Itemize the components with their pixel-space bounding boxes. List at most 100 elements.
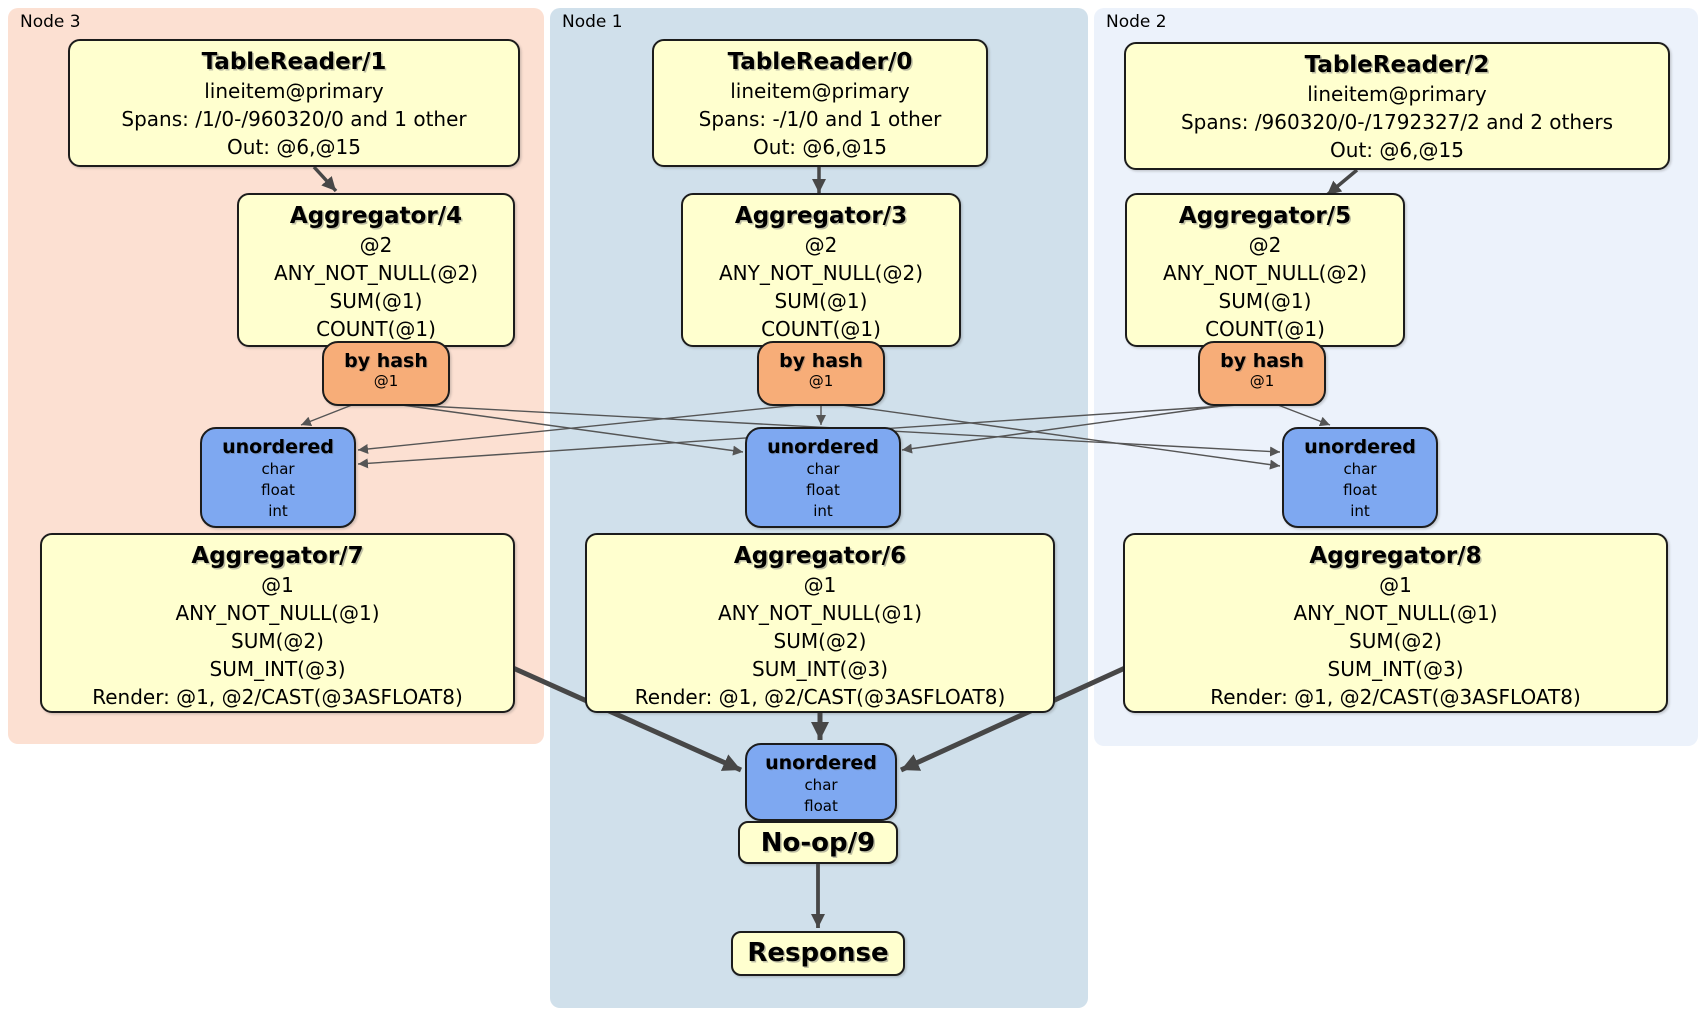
region-node3-label: Node 3 <box>20 12 81 32</box>
processor-detail: @2 <box>359 233 393 257</box>
processor-detail: COUNT(@1) <box>316 317 436 341</box>
edge-aggregator7-finalsync <box>511 665 743 773</box>
router-key: @1 <box>808 372 834 390</box>
response-title: Response <box>747 938 889 968</box>
region-node1-label: Node 1 <box>562 12 623 32</box>
sync-column-type: char <box>806 460 840 478</box>
sync-unordered-node1: unordered char float int <box>745 427 901 528</box>
processor-detail: Spans: -/1/0 and 1 other <box>698 107 942 131</box>
sync-title: unordered <box>765 752 877 774</box>
sync-column-type: char <box>1343 460 1377 478</box>
edge-tablereader1-aggregator4 <box>312 165 338 193</box>
processor-title: TableReader/0 <box>727 49 913 75</box>
processor-detail: SUM_INT(@3) <box>752 657 888 681</box>
processor-detail: lineitem@primary <box>730 79 910 103</box>
processor-detail: ANY_NOT_NULL(@1) <box>1293 601 1498 625</box>
processor-detail: @1 <box>1379 573 1412 597</box>
processor-detail: ANY_NOT_NULL(@2) <box>274 261 478 285</box>
processor-aggregator-4: Aggregator/4 @2 ANY_NOT_NULL(@2) SUM(@1)… <box>237 193 515 347</box>
router-key: @1 <box>373 372 399 390</box>
processor-title: Aggregator/8 <box>1309 543 1482 569</box>
processor-tablereader-2: TableReader/2 lineitem@primary Spans: /9… <box>1124 42 1670 170</box>
sync-column-type: char <box>804 776 838 794</box>
processor-title: No-op/9 <box>760 828 876 858</box>
edge-tablereader2-aggregator5 <box>1325 168 1359 197</box>
sync-unordered-final: unordered char float <box>745 743 897 821</box>
processor-detail: ANY_NOT_NULL(@1) <box>718 601 922 625</box>
processor-detail: Spans: /1/0-/960320/0 and 1 other <box>121 107 467 131</box>
processor-title: TableReader/1 <box>201 49 387 75</box>
processor-aggregator-3: Aggregator/3 @2 ANY_NOT_NULL(@2) SUM(@1)… <box>681 193 961 347</box>
processor-detail: SUM(@1) <box>329 289 423 313</box>
processor-detail: lineitem@primary <box>1307 82 1487 106</box>
router-title: by hash <box>779 350 863 372</box>
sync-column-type: int <box>1350 502 1370 520</box>
sync-column-type: float <box>804 797 838 815</box>
processor-detail: @2 <box>804 233 838 257</box>
processor-aggregator-6: Aggregator/6 @1 ANY_NOT_NULL(@1) SUM(@2)… <box>585 533 1055 713</box>
processor-detail: SUM_INT(@3) <box>1327 657 1464 681</box>
router-title: by hash <box>344 350 428 372</box>
router-title: by hash <box>1220 350 1304 372</box>
processor-detail: Render: @1, @2/CAST(@3ASFLOAT8) <box>92 685 463 709</box>
sync-column-type: int <box>813 502 833 520</box>
response-box: Response <box>731 931 905 976</box>
sync-title: unordered <box>767 436 879 458</box>
processor-noop-9: No-op/9 <box>738 821 898 864</box>
sync-column-type: int <box>268 502 288 520</box>
processor-detail: @1 <box>803 573 837 597</box>
processor-title: Aggregator/4 <box>289 203 463 229</box>
processor-detail: Out: @6,@15 <box>753 135 887 159</box>
processor-aggregator-7: Aggregator/7 @1 ANY_NOT_NULL(@1) SUM(@2)… <box>40 533 515 713</box>
sync-title: unordered <box>1304 436 1416 458</box>
processor-detail: SUM(@1) <box>774 289 868 313</box>
edge-router4-sync6 <box>401 404 744 456</box>
edge-router3-sync8 <box>841 404 1281 470</box>
processor-detail: Out: @6,@15 <box>227 135 361 159</box>
sync-column-type: char <box>261 460 295 478</box>
processor-detail: Render: @1, @2/CAST(@3ASFLOAT8) <box>1210 685 1581 709</box>
processor-detail: Out: @6,@15 <box>1330 138 1464 162</box>
sync-unordered-node3: unordered char float int <box>200 427 356 528</box>
processor-detail: Render: @1, @2/CAST(@3ASFLOAT8) <box>634 685 1006 709</box>
processor-title: Aggregator/7 <box>191 543 364 569</box>
processor-aggregator-5: Aggregator/5 @2 ANY_NOT_NULL(@2) SUM(@1)… <box>1125 193 1405 347</box>
sync-column-type: float <box>1343 481 1377 499</box>
processor-detail: SUM_INT(@3) <box>209 657 346 681</box>
processor-tablereader-0: TableReader/0 lineitem@primary Spans: -/… <box>652 39 988 167</box>
processor-title: Aggregator/6 <box>733 543 907 569</box>
processor-detail: SUM(@2) <box>231 629 324 653</box>
processor-title: Aggregator/5 <box>1178 203 1352 229</box>
processor-detail: ANY_NOT_NULL(@2) <box>719 261 923 285</box>
hash-router-5: by hash @1 <box>1198 341 1326 406</box>
hash-router-4: by hash @1 <box>322 341 450 406</box>
router-key: @1 <box>1249 372 1275 390</box>
processor-detail: SUM(@1) <box>1218 289 1312 313</box>
processor-aggregator-8: Aggregator/8 @1 ANY_NOT_NULL(@1) SUM(@2)… <box>1123 533 1668 713</box>
edge-aggregator8-finalsync <box>899 665 1127 773</box>
processor-detail: ANY_NOT_NULL(@1) <box>175 601 380 625</box>
edge-router5-sync6 <box>901 404 1229 454</box>
edge-router5-sync8 <box>1277 404 1331 427</box>
sync-unordered-node2: unordered char float int <box>1282 427 1438 528</box>
sync-column-type: float <box>806 481 840 499</box>
hash-router-3: by hash @1 <box>757 341 885 406</box>
processor-detail: @2 <box>1248 233 1282 257</box>
processor-detail: ANY_NOT_NULL(@2) <box>1163 261 1367 285</box>
processor-title: TableReader/2 <box>1304 52 1490 78</box>
processor-detail: @1 <box>261 573 294 597</box>
processor-tablereader-1: TableReader/1 lineitem@primary Spans: /1… <box>68 39 520 167</box>
edge-router4-sync7 <box>300 404 353 427</box>
region-node2-label: Node 2 <box>1106 12 1167 32</box>
processor-detail: lineitem@primary <box>204 79 384 103</box>
processor-detail: COUNT(@1) <box>1205 317 1325 341</box>
processor-detail: SUM(@2) <box>773 629 867 653</box>
processor-detail: Spans: /960320/0-/1792327/2 and 2 others <box>1180 110 1613 134</box>
processor-detail: COUNT(@1) <box>761 317 881 341</box>
processor-title: Aggregator/3 <box>734 203 908 229</box>
sync-column-type: float <box>261 481 295 499</box>
edge-router3-sync7 <box>357 404 799 454</box>
sync-title: unordered <box>222 436 334 458</box>
